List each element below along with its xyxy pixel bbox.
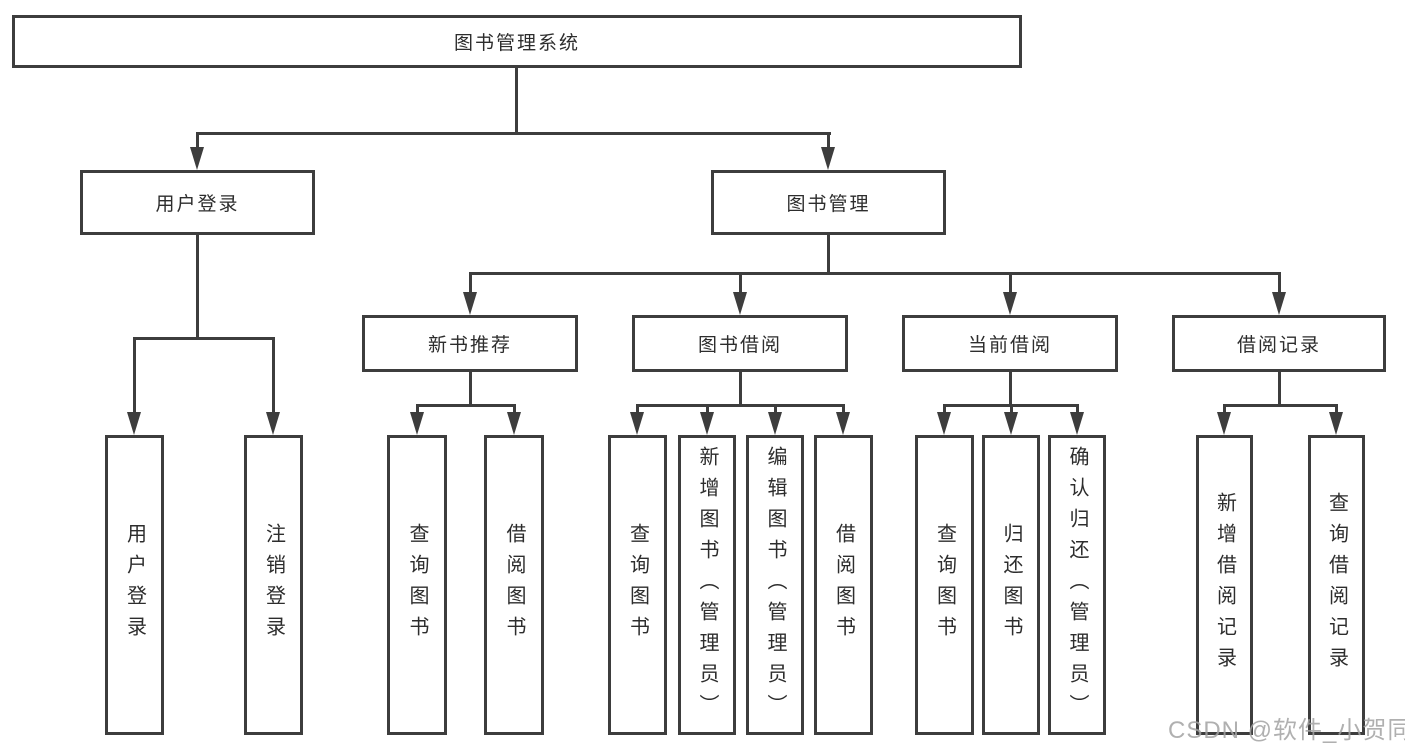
leaf-query-borrow-record: 查询借阅记录 (1308, 435, 1365, 735)
arrow-to-borrow-query (630, 412, 644, 435)
node-current-borrow-label: 当前借阅 (967, 335, 1052, 356)
connector-root-rail (196, 132, 831, 135)
leaf-current-query-books-label: 查询图书 (933, 523, 956, 647)
connector-drop-nb1 (416, 404, 419, 416)
connector-drop-new-book (469, 272, 472, 297)
leaf-add-borrow-record: 新增借阅记录 (1196, 435, 1253, 735)
leaf-borrow-books-label: 借阅图书 (832, 523, 855, 647)
node-book-borrow: 图书借阅 (632, 315, 848, 372)
connector-current-borrow-stem (1009, 372, 1012, 407)
node-borrow-records: 借阅记录 (1172, 315, 1386, 372)
arrow-to-return-books (1004, 412, 1018, 435)
csdn-watermark: CSDN @软件_小贺同学 (1168, 717, 1405, 744)
leaf-recommend-query-books-label: 查询图书 (406, 523, 428, 647)
leaf-logout-label: 注销登录 (262, 523, 285, 647)
node-current-borrow: 当前借阅 (902, 315, 1118, 372)
leaf-add-borrow-record-label: 新增借阅记录 (1213, 492, 1236, 678)
connector-drop-cb1 (943, 404, 946, 416)
arrow-to-current-query (937, 412, 951, 435)
connector-new-book-rail (416, 404, 516, 407)
leaf-edit-books-admin-label: 编辑图书（管理员） (764, 445, 786, 725)
connector-user-login-rail (133, 337, 275, 340)
leaf-query-borrow-record-label: 查询借阅记录 (1325, 492, 1348, 678)
arrow-to-leaf-logout (266, 412, 280, 435)
leaf-recommend-borrow-books-label: 借阅图书 (503, 523, 525, 647)
node-new-book-recommend-label: 新书推荐 (427, 335, 512, 356)
connector-drop-cb3 (1076, 404, 1079, 416)
leaf-user-login-label: 用户登录 (123, 523, 146, 647)
leaf-return-books-label: 归还图书 (1000, 523, 1022, 647)
connector-drop-bb1 (636, 404, 639, 416)
leaf-borrow-books: 借阅图书 (814, 435, 873, 735)
node-book-management: 图书管理 (711, 170, 946, 235)
arrow-to-borrow-books (836, 412, 850, 435)
node-new-book-recommend: 新书推荐 (362, 315, 578, 372)
connector-book-mgmt-stem (827, 235, 830, 275)
node-user-login: 用户登录 (80, 170, 315, 235)
arrow-to-query-record (1329, 412, 1343, 435)
connector-drop-br1 (1223, 404, 1226, 416)
node-book-borrow-label: 图书借阅 (697, 335, 782, 356)
node-root-label: 图书管理系统 (453, 33, 580, 54)
connector-drop-book-borrow (739, 272, 742, 297)
connector-drop-user-login (196, 132, 199, 150)
connector-book-mgmt-rail (469, 272, 1280, 275)
leaf-borrow-query-books-label: 查询图书 (626, 523, 649, 647)
arrow-to-leaf-user-login (127, 412, 141, 435)
node-user-login-label: 用户登录 (155, 194, 240, 215)
arrow-to-recommend-query (410, 412, 424, 435)
connector-drop-cb2 (1010, 404, 1013, 416)
leaf-return-books: 归还图书 (982, 435, 1040, 735)
connector-drop-leaf-logout (272, 337, 275, 417)
arrow-to-new-book (463, 292, 477, 315)
connector-drop-book-mgmt (827, 132, 830, 150)
connector-book-borrow-stem (739, 372, 742, 407)
arrow-to-recommend-borrow (507, 412, 521, 435)
leaf-recommend-borrow-books: 借阅图书 (484, 435, 544, 735)
leaf-borrow-query-books: 查询图书 (608, 435, 667, 735)
leaf-edit-books-admin: 编辑图书（管理员） (746, 435, 804, 735)
node-book-management-label: 图书管理 (786, 194, 871, 215)
arrow-to-borrow-records (1272, 292, 1286, 315)
connector-borrow-records-stem (1278, 372, 1281, 407)
connector-borrow-records-rail (1223, 404, 1337, 407)
leaf-add-books-admin: 新增图书（管理员） (678, 435, 736, 735)
arrow-to-book-mgmt (821, 147, 835, 170)
connector-new-book-stem (469, 372, 472, 407)
arrow-to-edit-books (768, 412, 782, 435)
connector-drop-borrow-records (1278, 272, 1281, 297)
connector-drop-bb2 (706, 404, 709, 416)
leaf-recommend-query-books: 查询图书 (387, 435, 447, 735)
connector-drop-leaf-user-login (133, 337, 136, 417)
leaf-user-login: 用户登录 (105, 435, 164, 735)
connector-drop-br2 (1335, 404, 1338, 416)
leaf-current-query-books: 查询图书 (915, 435, 974, 735)
arrow-to-confirm-return (1070, 412, 1084, 435)
leaf-logout: 注销登录 (244, 435, 303, 735)
arrow-to-current-borrow (1003, 292, 1017, 315)
leaf-add-books-admin-label: 新增图书（管理员） (696, 445, 718, 725)
connector-drop-bb4 (842, 404, 845, 416)
connector-drop-nb2 (513, 404, 516, 416)
connector-drop-current-borrow (1009, 272, 1012, 297)
node-root: 图书管理系统 (12, 15, 1022, 68)
connector-user-login-stem (196, 235, 199, 337)
arrow-to-add-books (700, 412, 714, 435)
node-borrow-records-label: 借阅记录 (1236, 335, 1321, 356)
arrow-to-user-login (190, 147, 204, 170)
connector-drop-bb3 (774, 404, 777, 416)
arrow-to-add-record (1217, 412, 1231, 435)
leaf-confirm-return-admin: 确认归还（管理员） (1048, 435, 1106, 735)
connector-root-stem (515, 67, 518, 132)
connector-book-borrow-rail (636, 404, 844, 407)
leaf-confirm-return-admin-label: 确认归还（管理员） (1066, 445, 1088, 725)
arrow-to-book-borrow (733, 292, 747, 315)
